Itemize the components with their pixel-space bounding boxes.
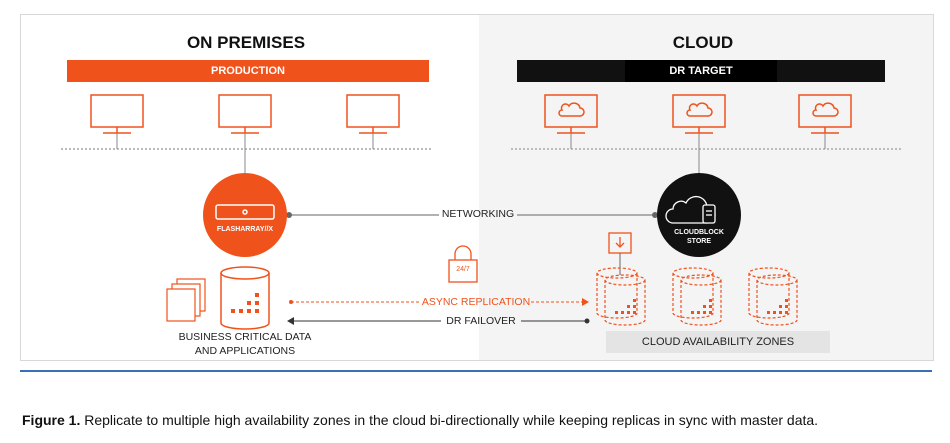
flasharray-node xyxy=(203,173,287,257)
cloudblock-label-1: CLOUDBLOCK xyxy=(674,229,724,236)
zone-database-icon xyxy=(596,267,646,326)
cloud-availability-zones: CLOUD AVAILABILITY ZONES xyxy=(606,331,830,353)
diagram-frame: ON PREMISES CLOUD PRODUCTION DR TARGET F… xyxy=(20,14,934,361)
dr-target-label: DR TARGET xyxy=(625,60,777,82)
cloudblock-icon xyxy=(665,195,716,224)
business-data-label-1: BUSINESS CRITICAL DATA xyxy=(178,331,312,343)
zone-database-icon xyxy=(672,267,722,326)
cloudblock-label-2: STORE xyxy=(687,238,711,245)
flasharray-icon xyxy=(215,204,275,220)
caption-rule xyxy=(20,370,932,372)
networking-label: NETWORKING xyxy=(441,208,515,220)
production-label: PRODUCTION xyxy=(211,65,285,77)
monitor-icon xyxy=(218,94,272,134)
documents-icon xyxy=(166,278,206,322)
figure-label: Figure 1. xyxy=(22,412,81,428)
cloud-heading: CLOUD xyxy=(672,33,734,52)
async-replication-label: ASYNC REPLICATION xyxy=(421,296,531,308)
lock-icon xyxy=(448,245,478,283)
cloud-monitor-icon xyxy=(798,94,852,134)
download-icon xyxy=(608,232,632,254)
caption-text: Replicate to multiple high availability … xyxy=(84,412,819,428)
flasharray-label: FLASHARRAY//X xyxy=(216,226,274,233)
cloud-monitor-icon xyxy=(672,94,726,134)
lock-badge: 24/7 xyxy=(456,266,470,273)
dr-target-bar: DR TARGET xyxy=(517,60,885,82)
production-bar: PRODUCTION xyxy=(67,60,429,82)
dr-failover-label: DR FAILOVER xyxy=(446,315,516,327)
cloud-monitor-icon xyxy=(544,94,598,134)
zone-database-icon xyxy=(748,267,798,326)
monitor-icon xyxy=(346,94,400,134)
figure-caption: Figure 1. Replicate to multiple high ava… xyxy=(22,412,818,428)
data-bars-icon xyxy=(231,293,259,313)
diagram-graphics xyxy=(61,94,901,330)
cloudblock-node xyxy=(657,173,741,257)
business-data-label-2: AND APPLICATIONS xyxy=(194,345,296,357)
database-icon xyxy=(220,266,270,330)
on-premises-heading: ON PREMISES xyxy=(186,33,306,52)
monitor-icon xyxy=(90,94,144,134)
